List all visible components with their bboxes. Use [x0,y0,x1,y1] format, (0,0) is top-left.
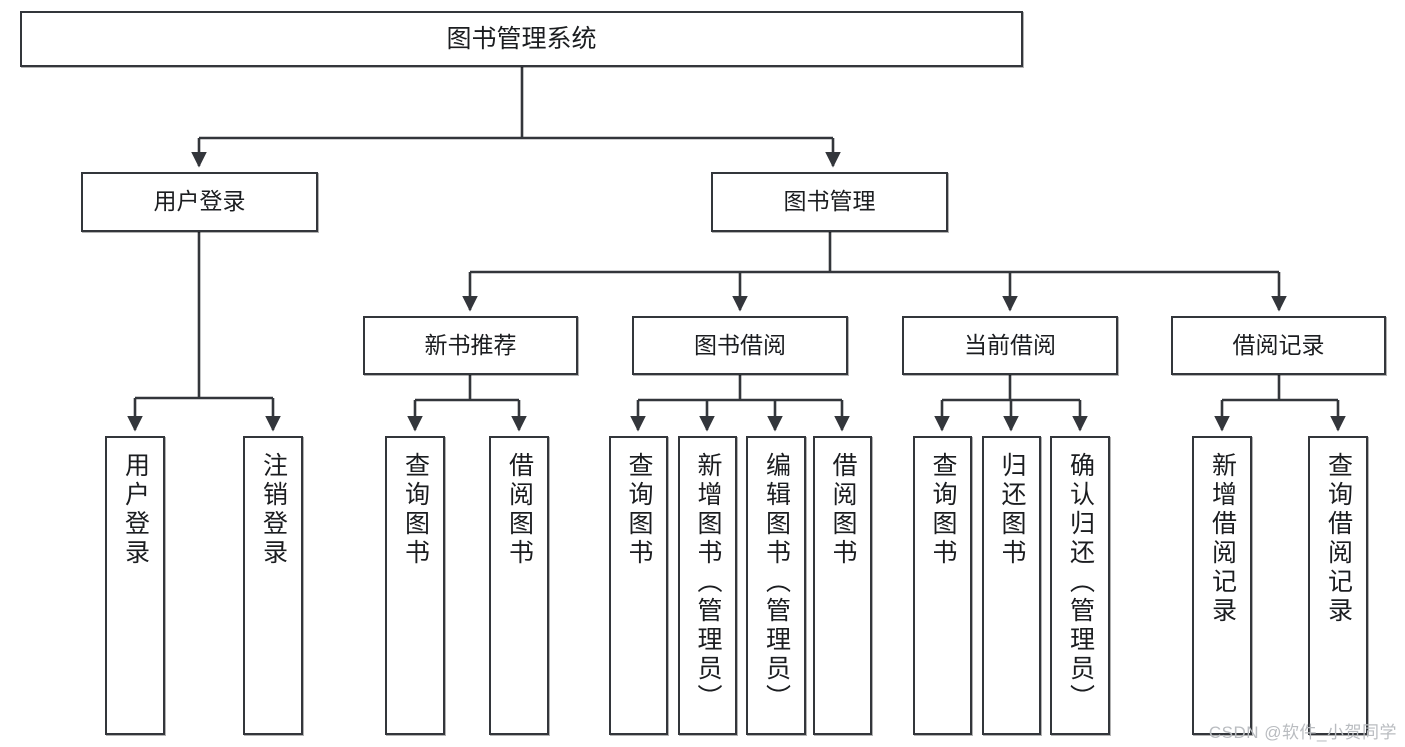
leaf-borrow-record-add-record[interactable]: 新增借阅记录 [1192,436,1252,735]
node-label: 编辑图书（管理员） [762,452,791,713]
leaf-book-borrow-add-book-admin[interactable]: 新增图书（管理员） [678,436,737,735]
csdn-watermark: CSDN @软件_小贺同学 [1208,723,1397,742]
node-label: 新增借阅记录 [1208,452,1237,626]
node-label: 新书推荐 [424,331,517,358]
leaf-book-borrow-edit-book-admin[interactable]: 编辑图书（管理员） [746,436,806,735]
node-label: 用户登录 [121,452,150,568]
node-root-book-management-system[interactable]: 图书管理系统 [20,11,1023,67]
node-label: 图书管理 [783,188,876,215]
node-book-borrow[interactable]: 图书借阅 [632,316,848,375]
leaf-new-book-borrow-book[interactable]: 借阅图书 [489,436,549,735]
node-label: 注销登录 [259,452,288,568]
node-user-login[interactable]: 用户登录 [81,172,318,232]
node-label: 确认归还（管理员） [1066,452,1095,713]
node-label: 查询借阅记录 [1324,452,1353,626]
leaf-book-borrow-query-book[interactable]: 查询图书 [609,436,668,735]
node-label: 图书借阅 [694,331,786,358]
leaf-current-borrow-query-book[interactable]: 查询图书 [913,436,972,735]
node-label: 借阅记录 [1232,331,1325,358]
node-label: 当前借阅 [964,331,1056,358]
leaf-book-borrow-borrow-book[interactable]: 借阅图书 [813,436,872,735]
leaf-current-borrow-confirm-return-admin[interactable]: 确认归还（管理员） [1050,436,1110,735]
node-current-borrow[interactable]: 当前借阅 [902,316,1118,375]
node-book-management[interactable]: 图书管理 [711,172,948,232]
node-label: 用户登录 [153,188,246,215]
node-label: 图书管理系统 [446,25,597,53]
node-label: 查询图书 [625,452,653,568]
leaf-user-login-signout[interactable]: 注销登录 [243,436,303,735]
leaf-user-login-signin[interactable]: 用户登录 [105,436,165,735]
node-new-book-recommend[interactable]: 新书推荐 [363,316,578,375]
leaf-current-borrow-return-book[interactable]: 归还图书 [982,436,1041,735]
node-label: 归还图书 [998,452,1026,568]
leaf-borrow-record-query-record[interactable]: 查询借阅记录 [1308,436,1368,735]
node-label: 借阅图书 [505,452,534,568]
node-borrow-record[interactable]: 借阅记录 [1171,316,1386,375]
leaf-new-book-query-book[interactable]: 查询图书 [385,436,445,735]
node-label: 新增图书（管理员） [694,452,722,713]
node-label: 借阅图书 [829,452,857,568]
node-label: 查询图书 [401,452,430,568]
node-label: 查询图书 [929,452,957,568]
